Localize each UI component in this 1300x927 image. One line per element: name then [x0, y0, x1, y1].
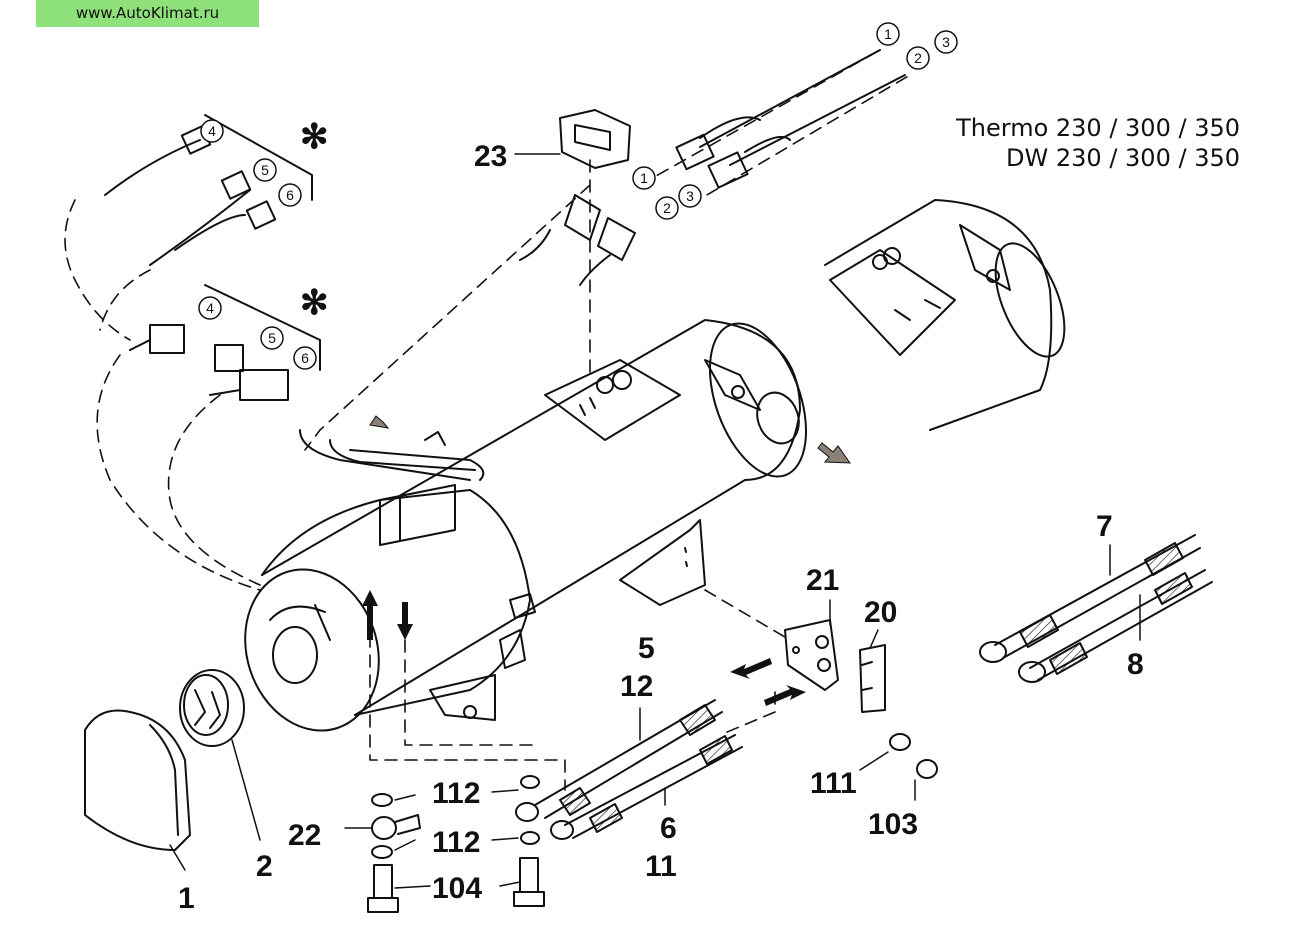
- part-label-21: 21: [806, 564, 839, 597]
- part-label-12: 12: [620, 670, 653, 703]
- circled-ref-5a: 5: [261, 162, 269, 178]
- flow-arrows: [362, 415, 851, 706]
- part-label-22: 22: [288, 819, 321, 852]
- circled-ref-4a: 4: [208, 123, 216, 139]
- circled-ref-5b: 5: [268, 330, 276, 346]
- part-label-103: 103: [868, 808, 918, 841]
- part-label-5: 5: [638, 632, 655, 665]
- circled-ref-1a: 1: [884, 26, 892, 42]
- circled-ref-2a: 2: [914, 50, 922, 66]
- part-label-11: 11: [645, 850, 677, 883]
- circled-ref-2b: 2: [663, 200, 671, 216]
- coolant-hoses: [515, 534, 1213, 840]
- circled-references: 1 2 3 1 2 3 4 5 6 4 5 6: [198, 22, 958, 370]
- part-label-112-lower: 112: [432, 826, 480, 859]
- part-label-20: 20: [864, 596, 897, 629]
- model-line-dw: DW 230 / 300 / 350: [1006, 144, 1240, 172]
- part-label-8: 8: [1127, 648, 1144, 681]
- asterisk-mark-upper: ✻: [300, 118, 329, 156]
- circled-ref-1b: 1: [640, 170, 648, 186]
- part-label-112-upper: 112: [432, 777, 480, 810]
- part-label-7: 7: [1096, 510, 1113, 543]
- part-label-23: 23: [474, 140, 507, 173]
- part-labels: 23 1 2 5 12 6 11 7 8 21 20 22 112 112 10…: [178, 140, 1144, 915]
- asterisk-mark-lower: ✻: [300, 284, 329, 322]
- part-label-1: 1: [178, 882, 195, 915]
- circled-ref-6b: 6: [301, 350, 309, 366]
- circled-ref-4b: 4: [206, 300, 214, 316]
- heater-unit: [244, 319, 808, 732]
- inset-detail: [824, 199, 1066, 431]
- circled-ref-6a: 6: [286, 187, 294, 203]
- model-line-thermo: Thermo 230 / 300 / 350: [956, 114, 1240, 142]
- part-label-2: 2: [256, 850, 273, 883]
- part-label-104: 104: [432, 872, 482, 905]
- watermark-badge: www.AutoKlimat.ru: [36, 0, 259, 27]
- circled-ref-3a: 3: [942, 34, 950, 50]
- part-label-6: 6: [660, 812, 677, 845]
- leader-lines: [169, 153, 1141, 889]
- wiring-harness: [104, 49, 906, 401]
- circled-ref-3b: 3: [686, 188, 694, 204]
- hardware-parts: [84, 619, 938, 913]
- part-label-111: 111: [810, 767, 857, 800]
